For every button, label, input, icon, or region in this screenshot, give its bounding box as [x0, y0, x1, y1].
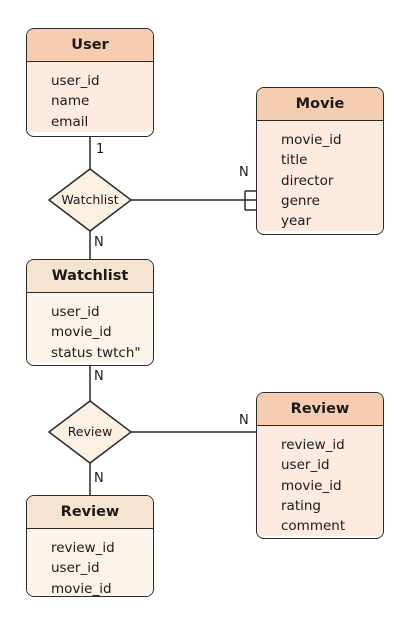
entity-user-title: User: [27, 29, 153, 62]
cardinality-watchlist-entity: N: [94, 235, 104, 250]
attribute-user-id: user_id: [51, 560, 100, 577]
attribute-title: title: [281, 152, 308, 169]
attribute-name: name: [51, 93, 90, 110]
attribute-year: year: [281, 213, 312, 230]
attribute-user-id: user_id: [281, 457, 330, 474]
entity-watchlist: Watchlist user_id movie_id status twtch": [26, 259, 154, 366]
attribute-comment: comment: [281, 518, 346, 535]
entity-review-right-title: Review: [257, 393, 383, 426]
relationship-watchlist-label: Watchlist: [61, 192, 119, 207]
attribute-genre: genre: [281, 192, 320, 209]
entity-user: User user_id name email: [26, 28, 154, 137]
entity-watchlist-title: Watchlist: [27, 260, 153, 293]
cardinality-review-right: N: [239, 413, 249, 428]
attribute-status: status twtch": [51, 344, 141, 361]
cardinality-user-watchlist: 1: [96, 142, 105, 157]
attribute-movie-id: movie_id: [51, 580, 112, 597]
entity-user-attributes: user_id name email: [27, 62, 153, 132]
attribute-email: email: [51, 113, 89, 130]
attribute-user-id: user_id: [51, 304, 100, 320]
relationship-review-diamond: [47, 400, 133, 464]
attribute-review-id: review_id: [281, 437, 345, 453]
attribute-movie-id: movie_id: [281, 477, 342, 494]
cardinality-movie-watchlist: N: [239, 165, 249, 180]
attribute-movie-id: movie_id: [51, 324, 112, 341]
entity-review-right-attributes: review_id user_id movie_id rating commen…: [257, 426, 383, 537]
entity-movie-title: Movie: [257, 88, 383, 121]
entity-review-bottom-attributes: review_id user_id movie_id: [27, 529, 153, 597]
entity-movie: Movie movie_id title director genre year: [256, 87, 384, 235]
cardinality-review-bottom: N: [94, 471, 104, 486]
relationship-review-label: Review: [67, 424, 113, 439]
entity-review-bottom-title: Review: [27, 496, 153, 529]
entity-movie-attributes: movie_id title director genre year: [257, 121, 383, 232]
attribute-user-id: user_id: [51, 73, 100, 89]
relationship-watchlist-diamond: [47, 168, 133, 232]
entity-watchlist-attributes: user_id movie_id status twtch": [27, 293, 153, 363]
entity-review-right: Review review_id user_id movie_id rating…: [256, 392, 384, 539]
attribute-review-id: review_id: [51, 540, 115, 556]
cardinality-watchlist-review: N: [94, 369, 104, 384]
attribute-rating: rating: [281, 497, 321, 514]
attribute-movie-id: movie_id: [281, 132, 342, 148]
entity-review-bottom: Review review_id user_id movie_id: [26, 495, 154, 597]
attribute-director: director: [281, 172, 334, 189]
